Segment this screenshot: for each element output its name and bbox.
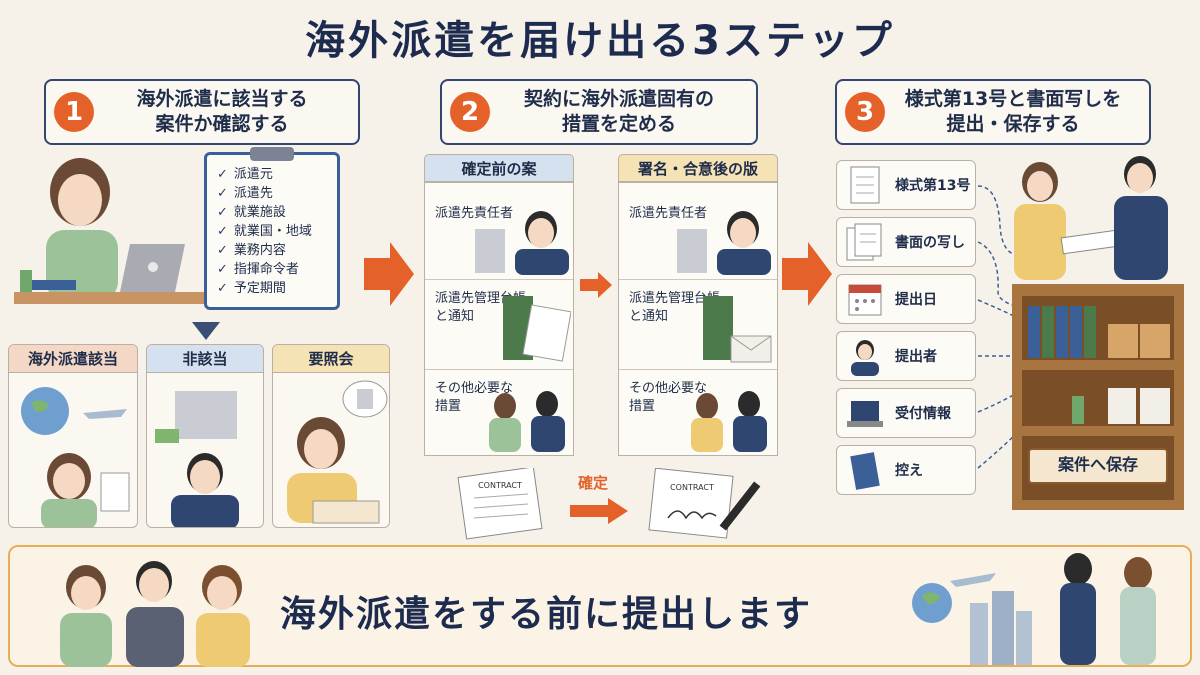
category-applicable: 海外派遣該当 bbox=[8, 344, 138, 528]
submit-item-form: 様式第13号 bbox=[836, 160, 976, 210]
shelf-label: 案件へ保存 bbox=[1028, 448, 1168, 484]
three-people-illustration bbox=[60, 561, 250, 667]
category-not-applicable: 非該当 bbox=[146, 344, 264, 528]
binder-icon bbox=[850, 452, 880, 490]
woman-phone-illustration bbox=[287, 380, 388, 524]
bottom-message: 海外派遣をする前に提出します bbox=[280, 594, 813, 635]
contract-row: 派遣先責任者 bbox=[619, 183, 777, 279]
finalize-arrow-icon bbox=[570, 498, 628, 524]
contract-after-panel: 派遣先責任者 派遣先管理台帳 と通知 その他必要な 措置 bbox=[618, 182, 778, 456]
contract-row: その他必要な 措置 bbox=[619, 369, 777, 455]
small-arrow-right-icon bbox=[580, 272, 612, 298]
check-item: ✓指揮命令者 bbox=[217, 262, 299, 277]
submit-item-receipt: 受付情報 bbox=[836, 388, 976, 438]
check-icon: ✓ bbox=[217, 243, 228, 258]
step-3-number: 3 bbox=[845, 92, 885, 132]
check-icon: ✓ bbox=[217, 167, 228, 182]
submit-item-copy: 書面の写し bbox=[836, 217, 976, 267]
category-inquiry: 要照会 bbox=[272, 344, 390, 528]
submit-item-copy-kept: 控え bbox=[836, 445, 976, 495]
step-2-header: 2 契約に海外派遣固有の 措置を定める bbox=[440, 79, 758, 145]
person-icon bbox=[851, 340, 879, 376]
check-item: ✓就業施設 bbox=[217, 205, 286, 220]
manager-building-illustration bbox=[677, 211, 771, 275]
check-item: ✓業務内容 bbox=[217, 243, 286, 258]
check-icon: ✓ bbox=[217, 205, 228, 220]
contract-row: 派遣先管理台帳 と通知 bbox=[619, 279, 777, 369]
contract-row: 派遣先管理台帳 と通知 bbox=[425, 279, 573, 369]
step-2-text: 契約に海外派遣固有の 措置を定める bbox=[523, 88, 714, 135]
woman-laptop-illustration bbox=[14, 158, 204, 304]
contract-before-panel: 派遣先責任者 派遣先管理台帳 と通知 その他必要な 措置 bbox=[424, 182, 574, 456]
check-icon: ✓ bbox=[217, 262, 228, 277]
step-3-header: 3 様式第13号と書面写しを 提出・保存する bbox=[835, 79, 1151, 145]
arrow-right-icon bbox=[364, 242, 414, 306]
svg-text:CONTRACT: CONTRACT bbox=[670, 483, 714, 492]
draft-contract-document: CONTRACT bbox=[457, 468, 543, 540]
copy-icon bbox=[846, 223, 882, 261]
category-label: 海外派遣該当 bbox=[9, 345, 137, 373]
step-1-number: 1 bbox=[54, 92, 94, 132]
contract-before-header: 確定前の案 bbox=[424, 154, 574, 182]
signed-contract-document: CONTRACT bbox=[648, 468, 761, 539]
step-1-header: 1 海外派遣に該当する 案件か確認する bbox=[44, 79, 360, 145]
check-icon: ✓ bbox=[217, 224, 228, 239]
binder-document-illustration bbox=[503, 296, 571, 362]
laptop-icon bbox=[847, 401, 883, 427]
submit-item-date: 提出日 bbox=[836, 274, 976, 324]
form-icon bbox=[850, 166, 880, 204]
category-label: 非該当 bbox=[147, 345, 263, 373]
binder-envelope-illustration bbox=[703, 296, 772, 363]
contract-row: その他必要な 措置 bbox=[425, 369, 573, 455]
page-title: 海外派遣を届け出る3ステップ bbox=[305, 18, 895, 64]
check-item: ✓派遣先 bbox=[217, 186, 273, 201]
globe-airplane-illustration bbox=[21, 387, 130, 527]
handshake-illustration bbox=[489, 391, 565, 452]
building-man-illustration bbox=[155, 391, 239, 527]
finalize-label: 確定 bbox=[578, 474, 609, 492]
handshake-illustration bbox=[691, 391, 767, 452]
handover-illustration bbox=[1014, 156, 1168, 280]
calendar-icon bbox=[848, 284, 882, 316]
check-icon: ✓ bbox=[217, 281, 228, 296]
check-item: ✓派遣元 bbox=[217, 167, 273, 182]
check-icon: ✓ bbox=[217, 186, 228, 201]
checklist-clipboard: ✓派遣元 ✓派遣先 ✓就業施設 ✓就業国・地域 ✓業務内容 ✓指揮命令者 ✓予定… bbox=[204, 147, 340, 310]
step-3-text: 様式第13号と書面写しを 提出・保存する bbox=[904, 88, 1122, 135]
contract-after-header: 署名・合意後の版 bbox=[618, 154, 778, 182]
step-1-text: 海外派遣に該当する 案件か確認する bbox=[136, 88, 308, 135]
manager-building-illustration bbox=[475, 211, 569, 275]
travel-illustration bbox=[912, 553, 1156, 665]
check-item: ✓就業国・地域 bbox=[217, 224, 312, 239]
step-2-number: 2 bbox=[450, 92, 490, 132]
submit-item-submitter: 提出者 bbox=[836, 331, 976, 381]
svg-text:CONTRACT: CONTRACT bbox=[478, 481, 522, 490]
clipboard-clip bbox=[250, 147, 294, 161]
contract-row: 派遣先責任者 bbox=[425, 183, 573, 279]
bottom-banner: 海外派遣をする前に提出します bbox=[8, 545, 1192, 667]
check-item: ✓予定期間 bbox=[217, 281, 286, 296]
category-label: 要照会 bbox=[273, 345, 389, 373]
arrow-right-icon bbox=[782, 242, 832, 306]
down-arrow-icon bbox=[192, 322, 220, 340]
